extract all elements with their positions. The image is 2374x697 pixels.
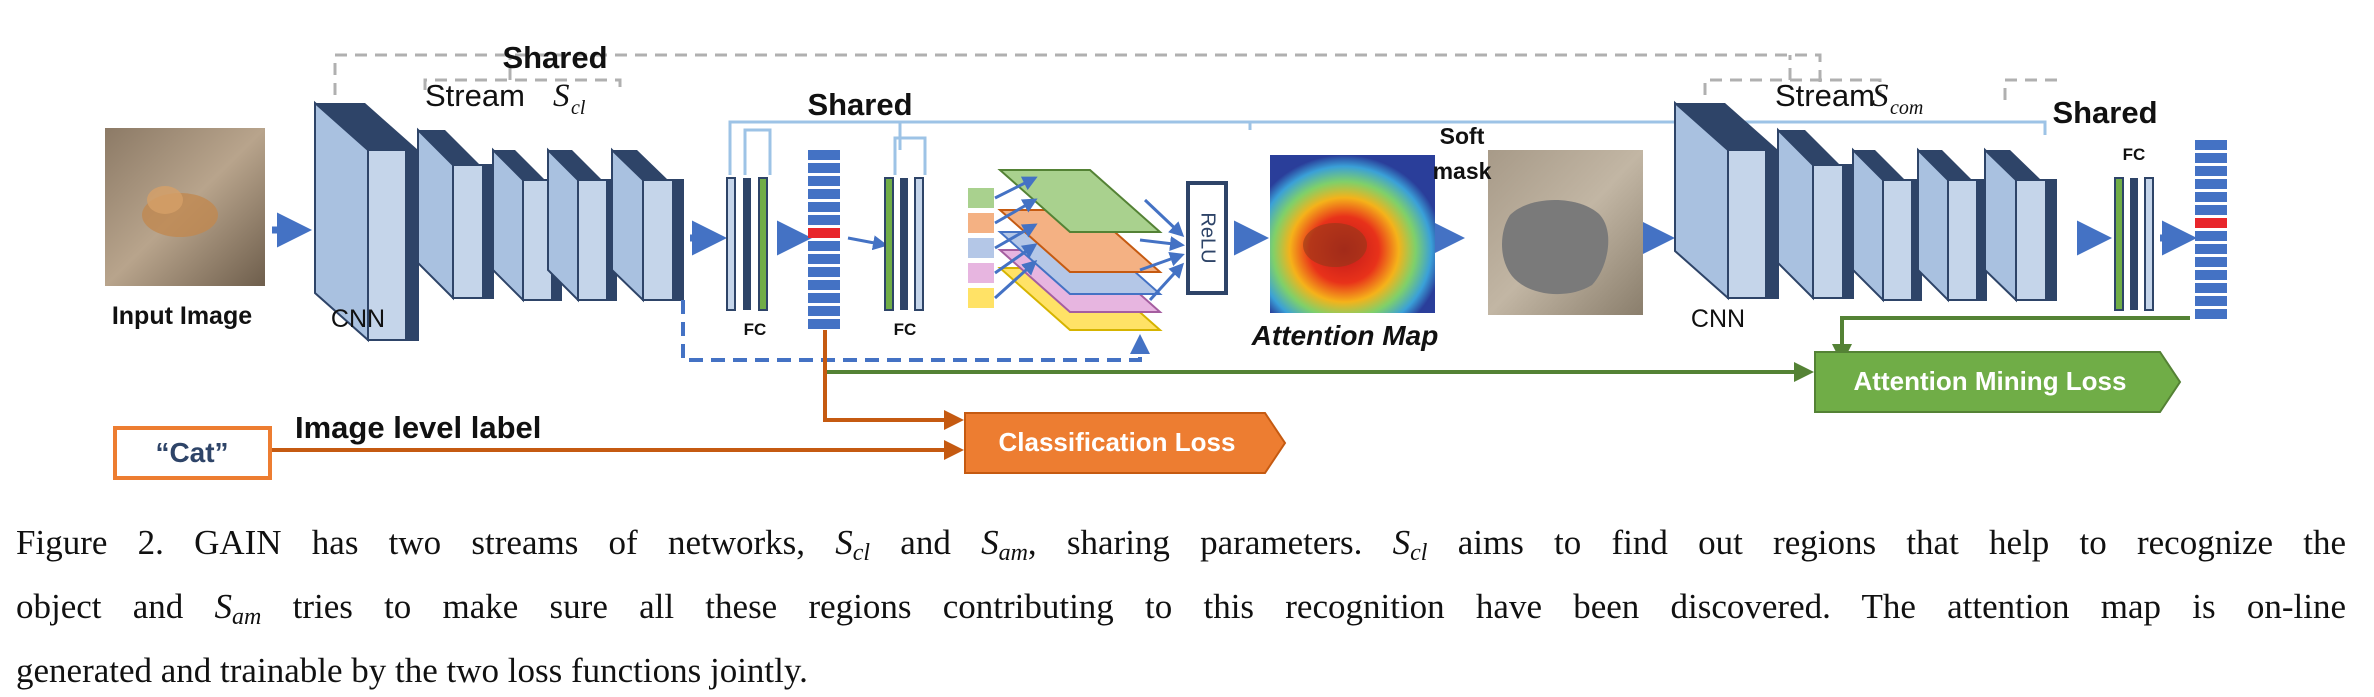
stream-cl-prefix: Stream <box>425 78 525 113</box>
figure-caption: Figure 2. GAIN has two streams of networ… <box>16 516 2346 697</box>
vector-cell <box>2195 140 2227 150</box>
cnn-label-right: CNN <box>1691 305 1745 333</box>
fc-layers-2 <box>884 177 924 311</box>
input-image <box>105 128 265 286</box>
weight-arrows <box>993 176 1185 302</box>
stream-com-var: S <box>1872 78 1889 114</box>
cat-label: “Cat” <box>155 437 228 468</box>
classification-loss-label: Classification Loss <box>999 427 1236 457</box>
attention-mining-loss-box: Attention Mining Loss <box>1814 351 2182 413</box>
cnn-label-left: CNN <box>331 305 385 333</box>
math-sub-cl: cl <box>1410 540 1428 566</box>
vector-cell <box>808 163 840 173</box>
fc-label-2: FC <box>894 320 917 339</box>
vector-cell <box>2195 166 2227 176</box>
vector-cell <box>808 202 840 212</box>
output-vector-1 <box>808 150 840 329</box>
soft-mask-image <box>1488 150 1643 315</box>
vector-cell <box>808 215 840 225</box>
stream-cl-label: Stream S cl <box>425 78 586 119</box>
vector-cell <box>2195 270 2227 280</box>
dashed-feedback-path <box>681 300 1150 362</box>
cnn-blocks-left <box>314 100 684 343</box>
gain-architecture-diagram: ReLU <box>105 40 2227 480</box>
stream-com-sub: com <box>1890 97 1923 119</box>
attention-mining-loss-label: Attention Mining Loss <box>1854 366 2127 396</box>
caption-text: and <box>870 523 982 562</box>
cnn-blocks-right <box>1674 100 2057 303</box>
shared-label-mid: Shared <box>807 87 912 122</box>
vector-cell <box>808 254 840 264</box>
vector-cell <box>2195 205 2227 215</box>
vector-cell <box>808 241 840 251</box>
relu-box: ReLU <box>1186 181 1228 295</box>
vector-cell <box>808 306 840 316</box>
math-sub-am: am <box>232 604 262 630</box>
caption-text: , sharing parameters. <box>1027 523 1393 562</box>
classification-loss-box: Classification Loss <box>964 412 1287 474</box>
stream-com-label: Stream S com <box>1775 78 1923 119</box>
vector-cell <box>808 176 840 186</box>
classification-path <box>272 330 964 460</box>
vector-cell <box>2195 296 2227 306</box>
relu-label: ReLU <box>1197 212 1219 263</box>
shared-label-right: Shared <box>2052 95 2157 130</box>
fc-layers-3 <box>2114 177 2154 311</box>
stream-cl-var: S <box>553 78 570 114</box>
math-s: S <box>981 523 999 562</box>
vector-cell <box>808 280 840 290</box>
shared-label-top: Shared <box>502 40 607 75</box>
vector-cell <box>2195 192 2227 202</box>
cat-label-box: “Cat” <box>113 426 272 480</box>
caption-text: Figure 2. GAIN has two streams of networ… <box>16 523 836 562</box>
vector-cell <box>2195 218 2227 228</box>
math-sub-am: am <box>998 540 1028 566</box>
vector-cell <box>808 267 840 277</box>
vector-cell <box>808 150 840 160</box>
stream-com-prefix: Stream <box>1775 78 1875 113</box>
attention-map-image <box>1270 155 1435 313</box>
stream-cl-sub: cl <box>571 97 586 119</box>
thin-arrows <box>847 235 888 251</box>
math-s: S <box>214 587 233 626</box>
fc-label-1: FC <box>744 320 767 339</box>
vector-cell <box>2195 153 2227 163</box>
caption-text: aims to find out regions that help to re… <box>1427 523 2346 562</box>
vector-cell <box>2195 244 2227 254</box>
vector-cell <box>808 228 840 238</box>
caption-text: object and <box>16 587 215 626</box>
vector-cell <box>2195 179 2227 189</box>
vector-cell <box>2195 231 2227 241</box>
fc-label-3: FC <box>2123 145 2146 164</box>
vector-cell <box>808 293 840 303</box>
caption-line-2: object and Sam tries to make sure all th… <box>16 580 2346 644</box>
shared-fc-line <box>728 120 2047 175</box>
vector-cell <box>808 189 840 199</box>
math-s: S <box>1392 523 1411 562</box>
vector-cell <box>2195 309 2227 319</box>
soft-mask-label-line1: Soft <box>1440 123 1485 149</box>
input-image-label: Input Image <box>112 302 252 330</box>
math-sub-cl: cl <box>852 540 871 566</box>
shared-bracket-left <box>333 53 2060 100</box>
soft-mask-label-line2: mask <box>1433 158 1492 184</box>
caption-line-1: Figure 2. GAIN has two streams of networ… <box>16 516 2346 580</box>
feature-map-stack <box>997 169 1163 331</box>
vector-cell <box>2195 257 2227 267</box>
gradient-weight-blocks <box>968 188 994 308</box>
fc-layers-1 <box>726 177 768 311</box>
output-vector-2 <box>2195 140 2227 319</box>
caption-text: tries to make sure all these regions con… <box>261 587 2346 626</box>
vector-cell <box>2195 283 2227 293</box>
vector-cell <box>808 319 840 329</box>
attention-map-label: Attention Map <box>1251 320 1439 351</box>
caption-line-3: generated and trainable by the two loss … <box>16 651 808 690</box>
image-level-label: Image level label <box>295 410 541 445</box>
math-s: S <box>835 523 853 562</box>
